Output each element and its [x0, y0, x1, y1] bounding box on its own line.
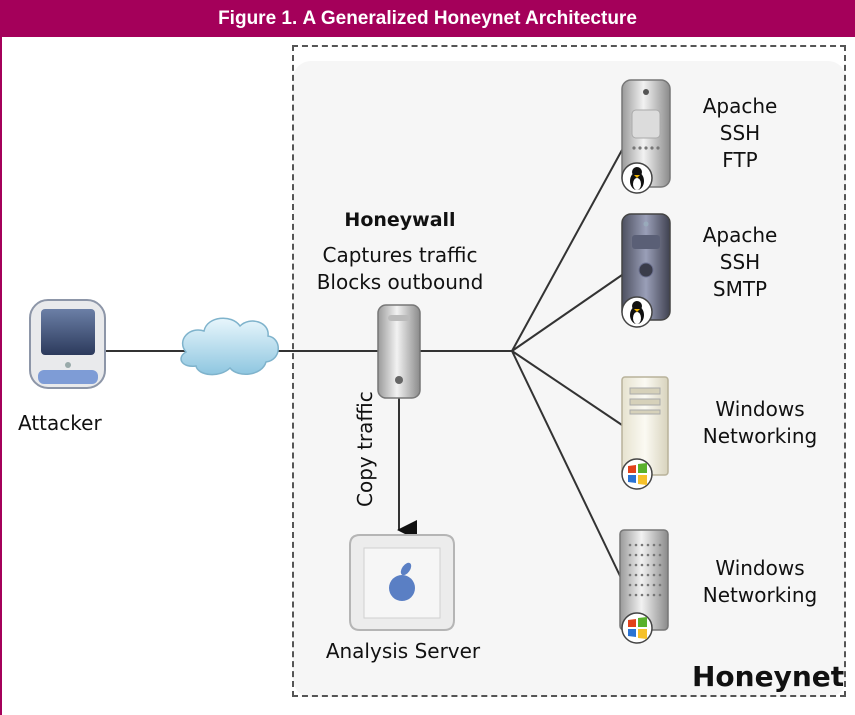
cloud-icon [180, 317, 279, 376]
host-3-service: Windows [715, 397, 805, 421]
honeywall-line-1: Captures traffic [322, 243, 478, 267]
imac-icon [29, 299, 106, 389]
link-switch-host-1 [511, 149, 623, 352]
host-2-service: Apache [702, 223, 778, 247]
host-3-services: Windows Networking [690, 396, 830, 450]
windows-flag-icon-2 [621, 612, 653, 644]
figure-title-text: A Generalized Honeynet Architecture [302, 7, 637, 29]
copy-traffic-label: Copy traffic [353, 391, 377, 507]
windows-flag-icon [621, 458, 653, 490]
server-tower-icon [377, 304, 421, 399]
network-links [103, 149, 623, 581]
apple-logo-icon [389, 562, 415, 601]
host-1-server-icon [621, 79, 671, 188]
host-4-service: Networking [702, 583, 818, 607]
host-4-service: Windows [715, 556, 805, 580]
honeynet-label: Honeynet [692, 660, 845, 693]
host-4-services: Windows Networking [690, 555, 830, 609]
honeywall-label: Honeywall Captures traffic Blocks outbou… [310, 207, 490, 296]
honeynet-boundary [292, 45, 846, 697]
analysis-server-label: Analysis Server [325, 639, 481, 663]
linux-penguin-icon-2 [621, 296, 653, 328]
link-switch-host-4 [511, 350, 623, 581]
figure-title-bar: Figure 1. A Generalized Honeynet Archite… [0, 0, 855, 37]
host-1-service: SSH [719, 121, 761, 145]
host-2-service: SMTP [712, 277, 768, 301]
left-rule [0, 37, 2, 715]
host-3-server-icon [621, 376, 669, 476]
host-4-server-icon [619, 529, 669, 631]
honeywall-line-2: Blocks outbound [316, 270, 484, 294]
attacker-label: Attacker [18, 411, 102, 435]
host-2-service: SSH [719, 250, 761, 274]
host-2-services: Apache SSH SMTP [700, 222, 780, 303]
link-switch-host-3 [511, 350, 623, 426]
host-1-service: FTP [722, 148, 758, 172]
linux-penguin-icon [621, 162, 653, 194]
honeywall-title: Honeywall [344, 209, 456, 231]
host-3-service: Networking [702, 424, 818, 448]
host-1-services: Apache SSH FTP [700, 93, 780, 174]
host-1-service: Apache [702, 94, 778, 118]
figure-title-prefix: Figure 1. [218, 7, 298, 29]
mac-server-icon [349, 534, 455, 631]
link-switch-host-2 [511, 274, 623, 352]
